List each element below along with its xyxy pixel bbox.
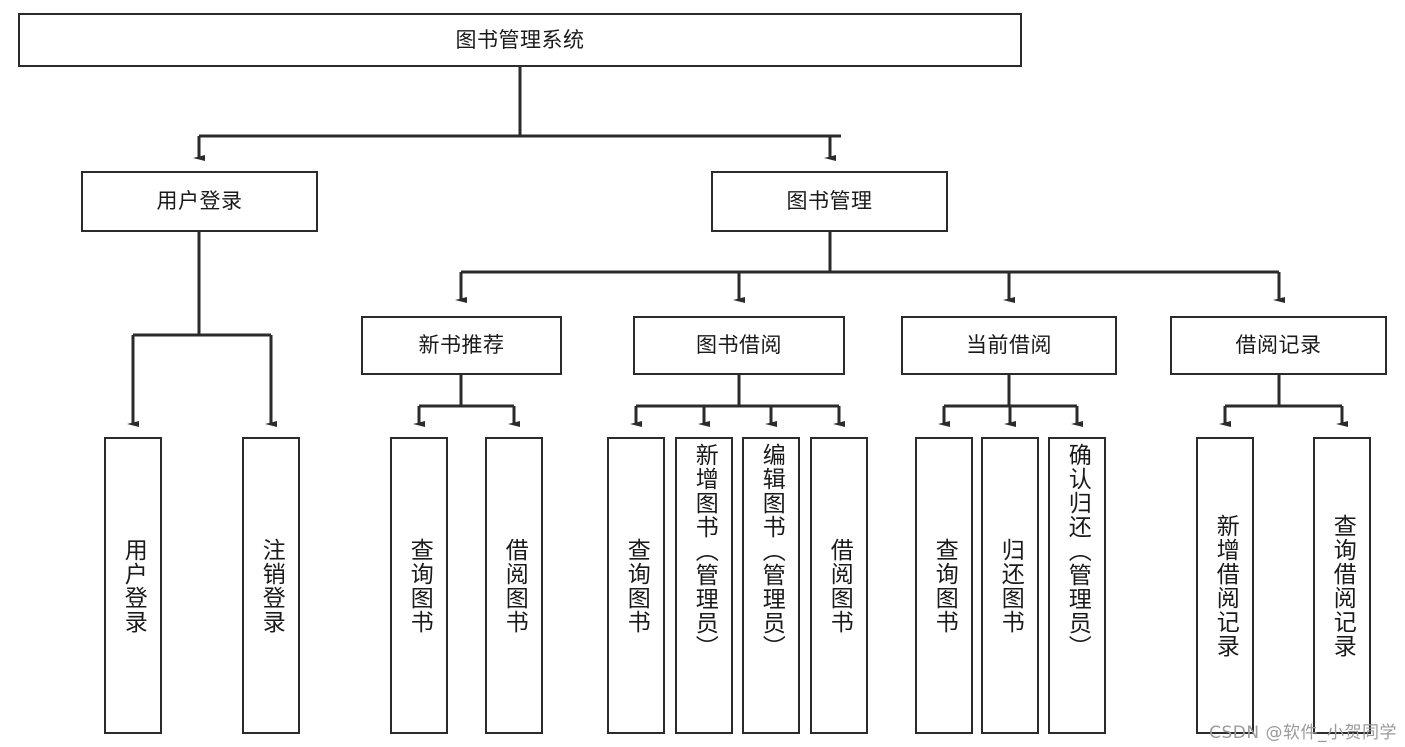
node-book-management[interactable]: 图书管理 [711, 171, 948, 232]
node-label: 用户登录 [120, 537, 147, 634]
leaf-user-login-logout[interactable]: 注销登录 [242, 437, 300, 734]
leaf-current-borrow-query[interactable]: 查询图书 [915, 437, 973, 734]
node-current-borrow[interactable]: 当前借阅 [901, 316, 1117, 375]
node-label: 图书借阅 [696, 333, 782, 358]
node-label: 查询图书 [931, 537, 958, 634]
node-book-borrow[interactable]: 图书借阅 [633, 316, 845, 375]
node-label: 注销登录 [258, 537, 285, 634]
node-label: 借阅图书 [501, 537, 528, 634]
node-label: 查询借阅记录 [1329, 513, 1356, 658]
csdn-watermark: CSDN @软件_小贺同学 [1209, 723, 1397, 743]
node-label: 借阅记录 [1235, 333, 1322, 358]
leaf-borrow-record-add[interactable]: 新增借阅记录 [1196, 437, 1254, 734]
node-label: 新增图书（管理员） [691, 443, 718, 659]
node-borrow-record[interactable]: 借阅记录 [1170, 316, 1387, 375]
leaf-book-borrow-add[interactable]: 新增图书（管理员） [675, 437, 733, 734]
node-label: 新书推荐 [418, 333, 505, 358]
node-label: 编辑图书（管理员） [758, 443, 785, 659]
leaf-book-borrow-query[interactable]: 查询图书 [607, 437, 665, 734]
leaf-new-book-query[interactable]: 查询图书 [390, 437, 448, 734]
leaf-current-borrow-return[interactable]: 归还图书 [981, 437, 1039, 734]
node-label: 查询图书 [406, 537, 433, 634]
node-label: 查询图书 [623, 537, 650, 634]
node-label: 图书管理系统 [455, 27, 585, 52]
node-label: 归还图书 [997, 537, 1024, 634]
leaf-current-borrow-confirm-return[interactable]: 确认归还（管理员） [1048, 437, 1106, 734]
leaf-user-login-login[interactable]: 用户登录 [104, 437, 162, 734]
node-label: 图书管理 [786, 189, 873, 214]
leaf-book-borrow-edit[interactable]: 编辑图书（管理员） [742, 437, 800, 734]
leaf-borrow-record-query[interactable]: 查询借阅记录 [1313, 437, 1371, 734]
node-label: 新增借阅记录 [1212, 513, 1239, 658]
node-new-book-recommend[interactable]: 新书推荐 [361, 316, 562, 375]
node-label: 当前借阅 [966, 333, 1052, 358]
leaf-new-book-borrow[interactable]: 借阅图书 [485, 437, 543, 734]
node-label: 借阅图书 [826, 537, 853, 634]
node-label: 确认归还（管理员） [1064, 443, 1091, 659]
node-root-system[interactable]: 图书管理系统 [18, 13, 1022, 67]
node-user-login[interactable]: 用户登录 [81, 171, 318, 232]
node-label: 用户登录 [156, 189, 243, 214]
leaf-book-borrow-lend[interactable]: 借阅图书 [810, 437, 868, 734]
